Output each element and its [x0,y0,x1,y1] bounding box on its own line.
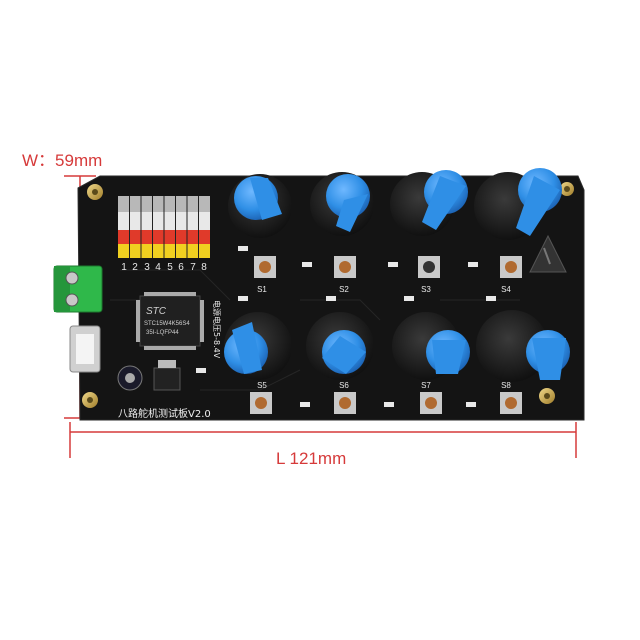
length-label: L 121mm [276,449,347,468]
knob-4 [474,168,562,240]
switch-label: S7 [421,381,431,390]
channel-numbers: 1 2 3 4 5 6 7 8 [121,262,207,273]
chip-model: STC15W4K56S4 [144,321,190,327]
mcu-chip [136,292,204,350]
knob-2 [310,172,374,236]
channel-number: 7 [190,262,196,273]
switch-label: S3 [421,285,431,294]
channel-number: 3 [144,262,150,273]
chip-brand: STC [146,306,167,317]
switch-label: S8 [501,381,511,390]
switch-label: S6 [339,381,349,390]
smd-components [196,246,496,407]
knob-7 [392,312,470,380]
chip-markings: STC STC15W4K56S4 35I-LQFP44 [144,306,190,336]
knob-1 [228,174,292,238]
channel-number: 5 [167,262,173,273]
board-title: 八路舵机测试板V2.0 [118,407,211,420]
length-dimension-line [69,422,577,458]
switch-label: S1 [257,285,267,294]
power-terminal [53,265,103,313]
voltage-label: 电源电压5-8.4V [212,300,222,359]
switch-label: S4 [501,285,511,294]
esd-warning-logo [529,234,567,273]
mounting-holes [82,182,574,408]
voltage-regulator [153,360,181,391]
width-label: W：59mm [22,151,103,170]
knob-8 [476,310,570,382]
knobs-top-row [228,168,562,240]
knob-5 [224,312,292,380]
switch-label: S2 [339,285,349,294]
channel-number: 1 [121,262,127,273]
knobs-bottom-row [224,310,570,382]
channel-number: 2 [132,262,138,273]
electrolytic-capacitor [117,365,143,391]
servo-headers [118,196,210,258]
knob-6 [306,312,374,380]
channel-number: 6 [178,262,184,273]
usb-port [69,325,101,373]
chip-package: 35I-LQFP44 [146,330,179,336]
tactile-switches [250,256,522,414]
switch-label: S5 [257,381,267,390]
channel-number: 4 [155,262,161,273]
switch-labels: S1 S2 S3 S4 S5 S6 S7 S8 [257,285,511,390]
channel-number: 8 [201,262,207,273]
knob-3 [390,170,468,236]
